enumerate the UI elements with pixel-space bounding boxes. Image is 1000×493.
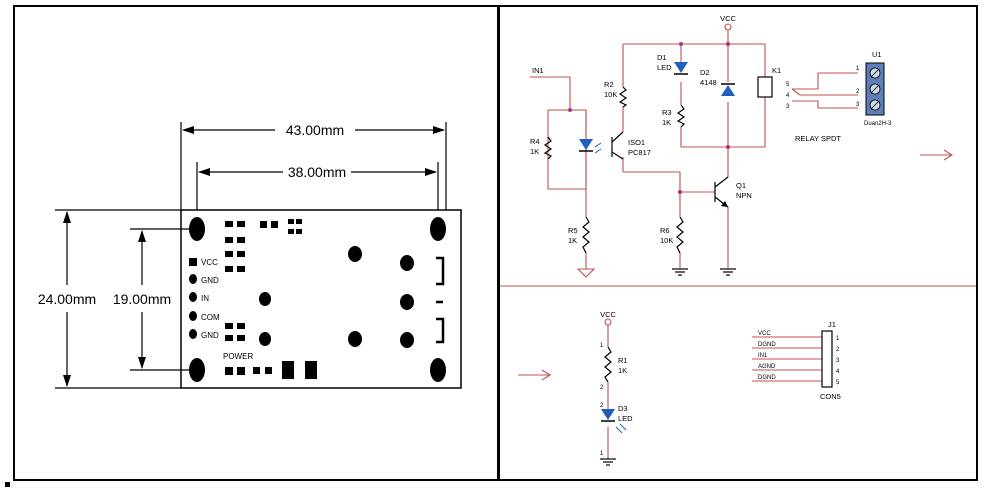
board-outline	[180, 209, 462, 389]
j1-pin-4: 4	[836, 369, 840, 375]
opto-led-icon	[579, 139, 593, 150]
r4-val: 1K	[530, 147, 539, 156]
u1-ref: U1	[872, 50, 882, 59]
resistors	[543, 86, 686, 383]
r3-val: 1K	[662, 118, 671, 127]
d2-val: 4148	[700, 78, 717, 87]
led-d1-icon	[674, 62, 688, 73]
height-inner-dimension: 19.00mm	[113, 230, 171, 369]
resistor-r4	[543, 136, 553, 160]
height-outer-dimension: 24.00mm	[38, 211, 96, 387]
r2-val: 10K	[604, 90, 617, 99]
power-label: POWER	[223, 352, 253, 361]
j1-net-4: AGND	[758, 364, 776, 370]
k1-ref: K1	[772, 66, 781, 75]
resistor-r5	[582, 216, 590, 254]
schematic-drawing: IN1 VCC D1 LED D2 4148 R2 10K R3 1K R4 1…	[500, 14, 976, 466]
width-outer-label: 43.00mm	[286, 122, 344, 138]
r1-ref: R1	[618, 356, 628, 365]
terminal-bracket	[436, 256, 445, 344]
r6-val: 10K	[660, 236, 673, 245]
pin-header: VCC GND IN COM GND	[189, 258, 220, 340]
resistor-r6	[676, 216, 684, 254]
schematic-panel: IN1 VCC D1 LED D2 4148 R2 10K R3 1K R4 1…	[498, 5, 978, 481]
pin-label-in: IN	[201, 294, 209, 303]
diode-d2-icon	[721, 85, 735, 96]
transistor-q1	[714, 176, 729, 208]
resistor-r3	[676, 104, 686, 128]
q1-ref: Q1	[736, 181, 746, 190]
opto-transistor	[611, 131, 624, 160]
d3-ref: D3	[618, 404, 628, 413]
pwr-vcc-label: VCC	[600, 310, 616, 319]
j1-pin-1: 1	[836, 336, 840, 342]
d3-pin-2: 2	[600, 403, 604, 409]
r6-ref: R6	[660, 226, 670, 235]
junction-dots	[568, 42, 730, 194]
schematic-wires	[500, 30, 976, 459]
u1-pin-3: 3	[856, 102, 860, 108]
j1-net-1: VCC	[758, 331, 771, 337]
in1-label: IN1	[532, 66, 544, 75]
k1-pin-3: 3	[786, 104, 790, 110]
resistor-r2	[618, 86, 628, 108]
d1-ref: D1	[657, 53, 667, 62]
pin-label-gnd: GND	[201, 276, 219, 285]
j1-net-2: DGND	[758, 342, 776, 348]
corner-dot	[5, 482, 10, 487]
d1-val: LED	[657, 63, 672, 72]
j1-net-5: DGND	[758, 375, 776, 381]
d3-val: LED	[618, 414, 633, 423]
width-outer-dimension: 43.00mm	[182, 122, 445, 138]
r3-ref: R3	[662, 108, 672, 117]
r4-ref: R4	[530, 137, 540, 146]
led-d3-icon	[601, 409, 615, 420]
board-drawing: 43.00mm 38.00mm 24.00mm 19.0	[38, 122, 462, 389]
j1-ref: J1	[828, 320, 836, 329]
board-dimension-panel: 43.00mm 38.00mm 24.00mm 19.0	[13, 5, 499, 481]
iso-ref: ISO1	[628, 138, 645, 147]
resistor-r1	[604, 346, 612, 383]
j1-pin-5: 5	[836, 380, 840, 386]
iso-val: PC817	[628, 148, 651, 157]
relay-pads	[259, 246, 414, 348]
width-inner-label: 38.00mm	[288, 164, 346, 180]
j1-pin-3: 3	[836, 358, 840, 364]
smd-pads	[225, 219, 317, 379]
relay-spdt-label: RELAY SPDT	[795, 134, 841, 143]
vcc-top-label: VCC	[720, 14, 736, 23]
r1-val: 1K	[618, 366, 627, 375]
r2-ref: R2	[604, 80, 614, 89]
q1-val: NPN	[736, 191, 752, 200]
d3-pin-1: 1	[600, 451, 604, 457]
mounting-holes	[189, 217, 446, 382]
j1-net-3: IN1	[758, 353, 768, 359]
r5-val: 1K	[568, 236, 577, 245]
ground-symbols	[576, 268, 736, 466]
j1-body	[821, 330, 833, 388]
d2-ref: D2	[700, 68, 710, 77]
pin-label-com: COM	[201, 313, 220, 322]
j1-pin-2: 2	[836, 347, 840, 353]
u1-terminal	[865, 62, 885, 116]
u1-pin-1: 1	[856, 66, 860, 72]
relay-coil	[757, 76, 773, 98]
pin-label-gnd-2: GND	[201, 331, 219, 340]
r5-ref: R5	[568, 226, 578, 235]
r1-pin-2: 2	[600, 385, 604, 391]
width-inner-dimension: 38.00mm	[198, 164, 437, 180]
u1-pin-2: 2	[856, 89, 860, 95]
u1-val: Duan2H-3	[864, 121, 892, 127]
diodes	[579, 62, 735, 434]
k1-pin-5: 5	[786, 82, 790, 88]
height-outer-label: 24.00mm	[38, 291, 96, 307]
j1-val: CON5	[820, 392, 841, 401]
height-inner-label: 19.00mm	[113, 291, 171, 307]
r1-pin-1: 1	[600, 343, 604, 349]
k1-pin-4: 4	[786, 93, 790, 99]
pin-label-vcc: VCC	[201, 258, 218, 267]
